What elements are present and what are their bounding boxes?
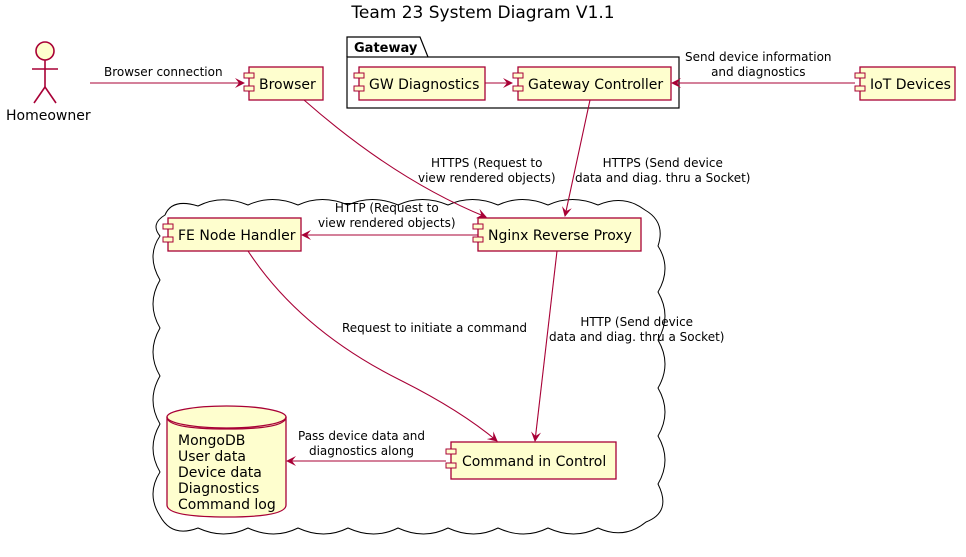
edge-label-device-info: Send device information and diagnostics [685, 50, 832, 79]
component-nginx-reverse-proxy: Nginx Reverse Proxy [472, 217, 642, 252]
component-iot-devices: IoT Devices [854, 66, 956, 101]
nginx-label: Nginx Reverse Proxy [488, 228, 632, 244]
browser-label: Browser [259, 77, 316, 93]
component-browser: Browser [243, 66, 324, 101]
edge-label-https-request: HTTPS (Request to view rendered objects) [418, 156, 556, 185]
edge-label-https-send: HTTPS (Send device data and diag. thru a… [575, 156, 751, 185]
gw-diagnostics-label: GW Diagnostics [369, 77, 479, 93]
component-gateway-controller: Gateway Controller [512, 66, 672, 101]
command-in-control-label: Command in Control [462, 454, 606, 470]
edge-fenode-command [247, 250, 498, 442]
edge-label-http-request: HTTP (Request to view rendered objects) [318, 201, 456, 230]
component-command-in-control: Command in Control [445, 441, 617, 480]
iot-devices-label: IoT Devices [870, 77, 951, 93]
edge-label-pass-data: Pass device data and diagnostics along [298, 429, 426, 458]
edge-browser-nginx [303, 99, 487, 219]
edge-label-initiate-command: Request to initiate a command [342, 321, 528, 335]
edge-nginx-command [531, 250, 558, 442]
edge-label-http-send: HTTP (Send device data and diag. thru a … [549, 315, 725, 344]
edge-controller-nginx [562, 99, 591, 217]
fe-node-handler-label: FE Node Handler [178, 228, 296, 244]
gateway-controller-label: Gateway Controller [528, 77, 663, 93]
gateway-package-label: Gateway [354, 41, 418, 56]
component-gw-diagnostics: GW Diagnostics [353, 66, 486, 101]
homeowner-label: Homeowner [6, 108, 91, 124]
homeowner-actor-icon [32, 41, 58, 104]
component-fe-node-handler: FE Node Handler [162, 217, 302, 252]
diagram-title: Team 23 System Diagram V1.1 [351, 3, 615, 23]
database-contents: MongoDB User data Device data Diagnostic… [178, 433, 276, 513]
mongodb-database-icon [166, 405, 287, 518]
edge-label-browser-connection: Browser connection [104, 65, 223, 79]
